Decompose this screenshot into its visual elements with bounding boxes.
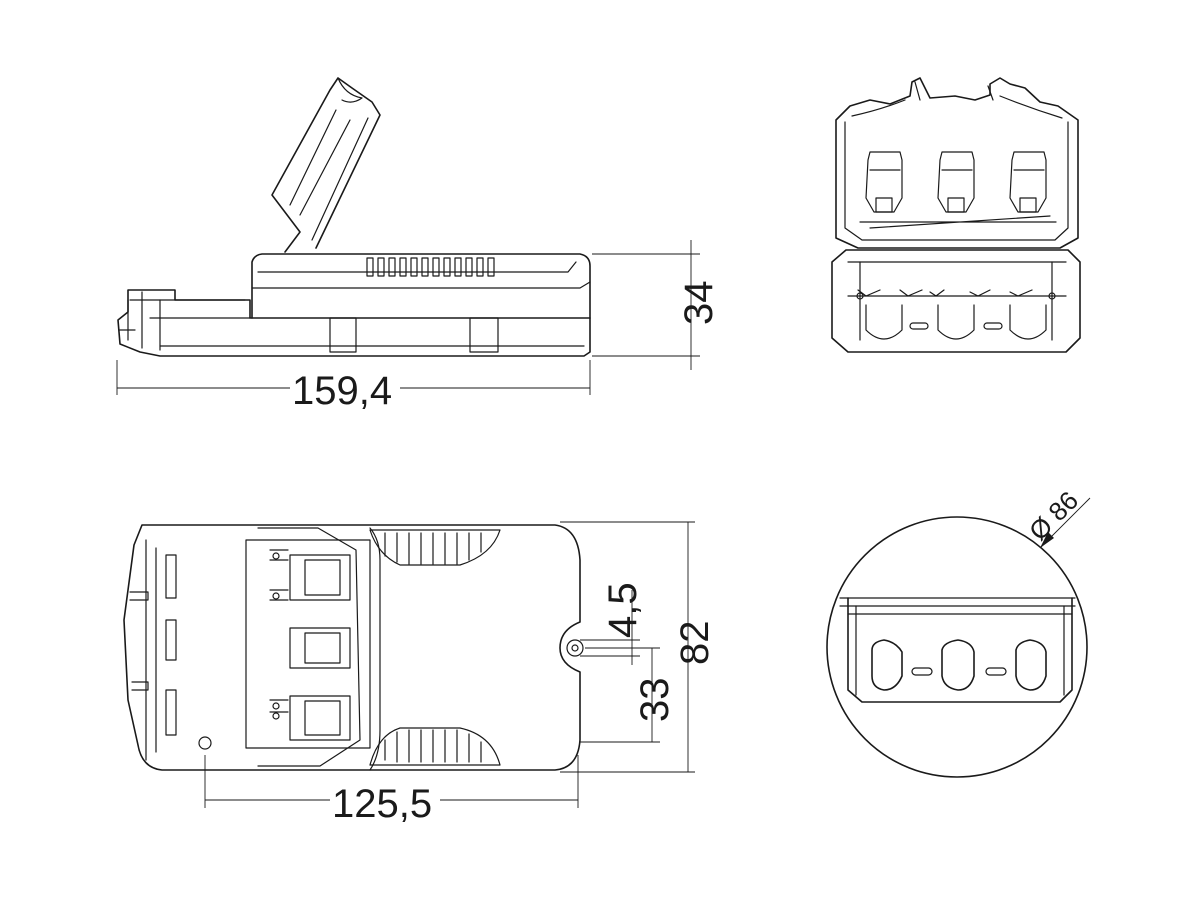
dim-width: 82: [560, 521, 717, 773]
detail-view: Ø 86: [826, 485, 1091, 778]
lid-latches: [865, 151, 1047, 213]
side-view: [117, 77, 591, 357]
detail-circle-label: Ø 86: [1023, 485, 1084, 546]
dim-length: 159,4: [116, 360, 591, 413]
dim-hole-diameter: 4,5: [580, 582, 645, 665]
vent-slots: [366, 257, 495, 277]
dim-width-label: 82: [673, 621, 717, 666]
dim-height-label: 34: [677, 281, 721, 326]
dim-hole-offset-label: 33: [633, 678, 677, 723]
dim-hole-offset: 33: [580, 647, 677, 743]
dim-hole-diameter-label: 4,5: [601, 582, 645, 638]
dim-height: 34: [592, 240, 721, 370]
dim-length-label: 159,4: [292, 369, 392, 413]
dim-mount-spacing: 125,5: [204, 755, 579, 826]
top-view: [123, 524, 584, 771]
terminal-block: [269, 549, 351, 741]
dim-mount-spacing-label: 125,5: [332, 782, 432, 826]
front-view: [831, 77, 1081, 353]
